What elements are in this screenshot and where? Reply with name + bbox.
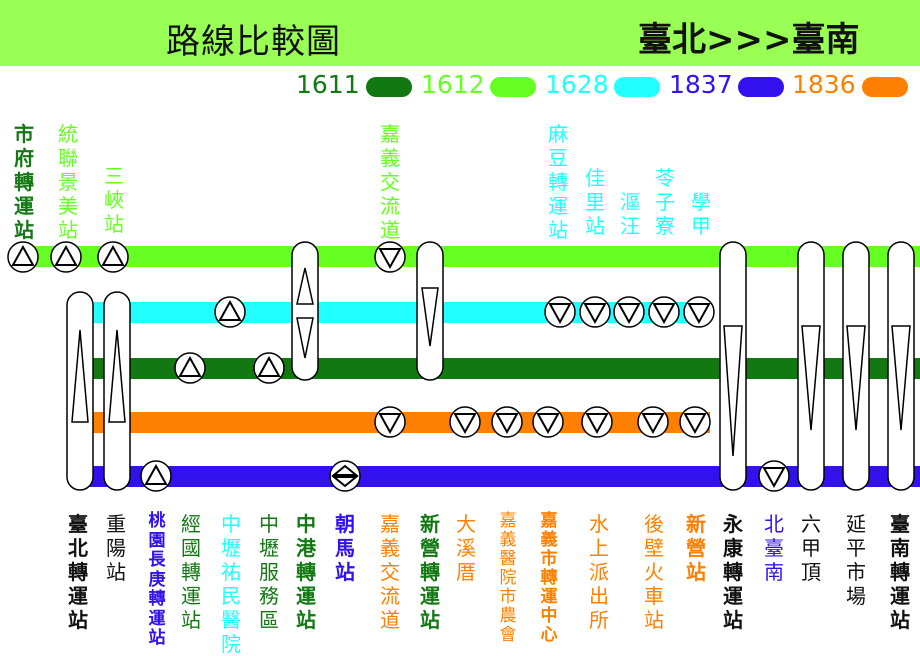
arrow-down-icon [846,325,866,431]
bottom-stop-label: 大溪厝 [456,512,476,584]
arrow-down-icon [617,303,641,325]
bottom-stop-label: 重陽站 [106,512,126,584]
arrow-down-icon [296,317,314,359]
arrow-up-icon [331,464,359,476]
arrow-down-icon [723,325,743,457]
arrow-down-icon [801,325,821,431]
bottom-stop-label: 延平市場 [846,512,866,608]
arrow-up-icon [54,244,78,266]
arrow-down-icon [421,287,439,347]
arrow-up-icon [218,299,242,321]
arrow-up-icon [101,244,125,266]
arrow-up-icon [178,355,202,377]
arrow-down-icon [687,303,711,325]
arrow-down-icon [536,413,560,435]
legend-swatch-1837 [738,77,784,97]
arrow-down-icon [585,413,609,435]
legend-label-1836: 1836 [792,70,856,99]
arrow-down-icon [583,303,607,325]
top-stop-label: 佳里站 [585,166,605,238]
single-line-stops [7,241,790,492]
bottom-stop-label: 中壢服務區 [259,512,279,632]
top-stop-label: 統聯景美站 [58,122,78,242]
arrow-down-icon [683,413,707,435]
legend-swatch-1628 [614,77,660,97]
line-1837 [90,466,920,487]
arrow-down-icon [378,413,402,435]
bottom-stop-label: 北臺南 [764,512,784,584]
arrow-up-icon [108,329,126,423]
bottom-stop-label: 經國轉運站 [181,512,201,632]
top-stop-label: 苓子寮 [655,166,675,238]
bottom-stop-label: 嘉義醫院市農會 [499,511,517,645]
line-1611 [90,358,920,379]
legend-label-1837: 1837 [669,70,733,99]
arrow-down-icon [453,413,477,435]
bottom-stop-label: 嘉義交流道 [380,512,400,632]
top-stop-label: 漚汪 [620,190,640,238]
capsule-zhonggang [291,241,319,381]
route-title: 臺北>>>臺南 [638,20,860,60]
bottom-stop-label: 嘉義市轉運中心 [540,511,558,645]
arrow-down-icon [548,303,572,325]
bottom-stop-label: 後壁火車站 [644,512,664,632]
top-stop-label: 學甲 [691,190,711,238]
bottom-stop-label: 臺南轉運站 [890,512,910,632]
top-stop-label: 市府轉運站 [14,122,34,242]
bottom-stop-label: 水上派出所 [589,512,609,632]
bottom-stop-label: 中港轉運站 [296,512,316,632]
top-stop-label: 嘉義交流道 [380,122,400,242]
bottom-stop-label: 永康轉運站 [723,512,743,632]
bottom-stop-label: 新營轉運站 [420,512,440,632]
legend-label-1612: 1612 [421,70,485,99]
legend-swatch-1836 [862,77,908,97]
legend-label-1611: 1611 [296,70,360,99]
arrow-down-icon [652,303,676,325]
arrow-down-icon [762,467,786,489]
route-lines [14,246,920,487]
legend-label-1628: 1628 [545,70,609,99]
top-stop-label: 三峽站 [104,164,124,236]
page-title: 路線比較圖 [166,22,341,62]
bottom-stop-label: 臺北轉運站 [68,512,88,632]
legend-swatch-1611 [366,77,412,97]
bottom-stop-label: 六甲頂 [801,512,821,584]
arrow-down-icon [331,476,359,488]
arrow-down-icon [891,325,911,431]
bottom-stop-label: 新營站 [686,512,706,584]
top-stop-label: 麻豆轉運站 [548,122,568,242]
header-bar [0,0,920,66]
arrow-up-icon [11,244,35,266]
bottom-stop-label: 桃園長庚轉運站 [148,511,166,648]
bottom-stop-label: 中壢祐民醫院 [221,512,241,656]
arrow-down-icon [495,413,519,435]
multi-line-stops [66,241,915,491]
arrow-up-icon [296,267,314,305]
arrow-up-icon [257,355,281,377]
arrow-down-icon [641,413,665,435]
line-1612 [14,246,920,267]
arrow-up-icon [71,329,89,423]
arrow-down-icon [378,248,402,270]
legend-swatch-1612 [490,77,536,97]
arrow-up-icon [144,463,168,485]
bottom-stop-label: 朝馬站 [335,512,355,584]
